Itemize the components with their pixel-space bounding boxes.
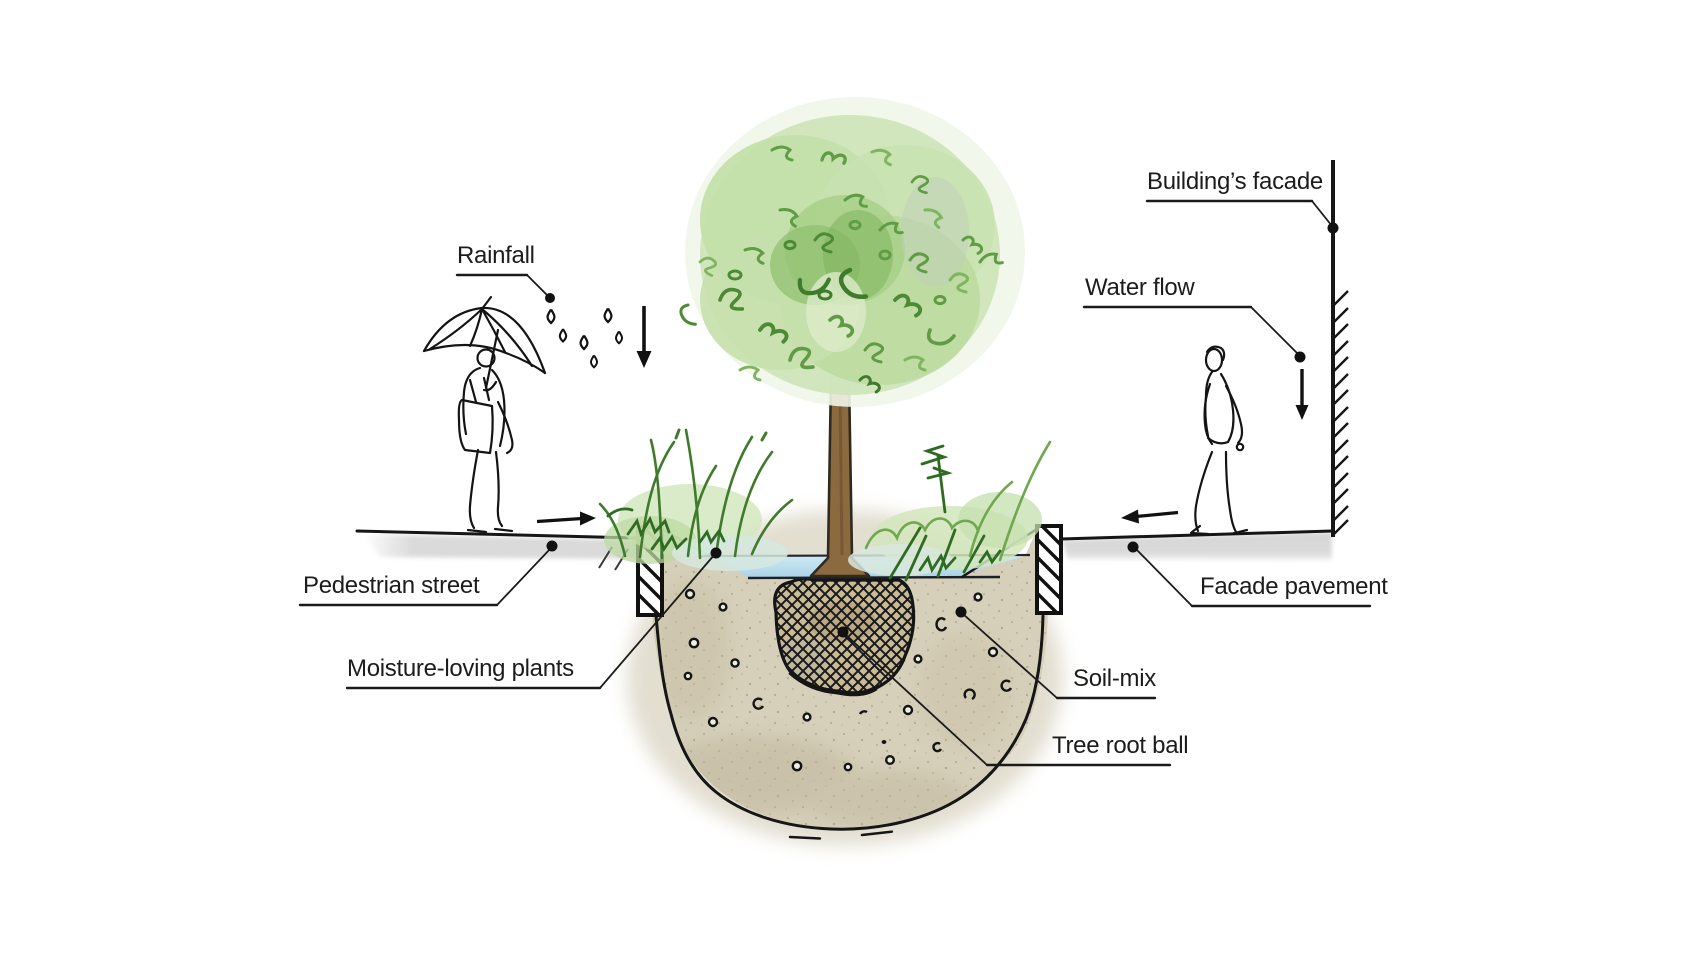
moisture-loving-plants-right xyxy=(848,440,1052,582)
pedestrian-with-umbrella xyxy=(422,295,547,534)
label-buildings-facade: Building’s facade xyxy=(1147,168,1323,195)
callout-pedestrian-street xyxy=(298,540,558,607)
label-facade-pavement: Facade pavement xyxy=(1200,573,1388,600)
label-pedestrian-street: Pedestrian street xyxy=(303,572,480,599)
rain-direction-arrow-icon xyxy=(636,306,652,368)
callout-soil-mix xyxy=(955,606,1157,700)
water-soil-interface-line xyxy=(747,575,1001,580)
ground-lines xyxy=(355,529,1334,541)
soil-pebbles xyxy=(683,588,1013,772)
facade-pavement-shadow xyxy=(1062,532,1332,561)
label-rainfall: Rainfall xyxy=(457,242,535,269)
pedestrian-walking xyxy=(1189,345,1249,536)
pedestrian-street-line xyxy=(355,529,640,540)
building-facade-line xyxy=(1331,160,1349,537)
label-water-flow: Water flow xyxy=(1085,274,1195,301)
label-moisture-loving-plants: Moisture-loving plants xyxy=(347,655,574,682)
label-tree-root-ball: Tree root ball xyxy=(1052,732,1189,759)
water-flow-arrow-icon xyxy=(1295,369,1309,420)
right-curb xyxy=(1035,524,1063,615)
callout-water-flow xyxy=(1082,305,1306,363)
street-flow-arrow-icon xyxy=(536,511,596,526)
callout-rainfall xyxy=(455,273,555,303)
callout-annotations xyxy=(298,199,1372,767)
pavement-flow-arrow-icon xyxy=(1121,509,1179,524)
rain-drops xyxy=(546,307,624,369)
moisture-loving-plants-left xyxy=(598,428,794,571)
tree-crown xyxy=(675,97,1025,407)
label-soil-mix: Soil-mix xyxy=(1073,665,1156,692)
callout-moisture-loving-plants xyxy=(345,547,722,690)
tree-root-ball xyxy=(747,575,1001,697)
callout-facade-pavement xyxy=(1127,541,1372,608)
callout-buildings-facade xyxy=(1145,199,1339,234)
street-shadows xyxy=(362,532,1332,561)
callout-tree-root-ball xyxy=(837,626,1172,767)
pedestrian-street-shadow xyxy=(362,534,640,559)
facade-pavement-line xyxy=(1059,529,1334,541)
